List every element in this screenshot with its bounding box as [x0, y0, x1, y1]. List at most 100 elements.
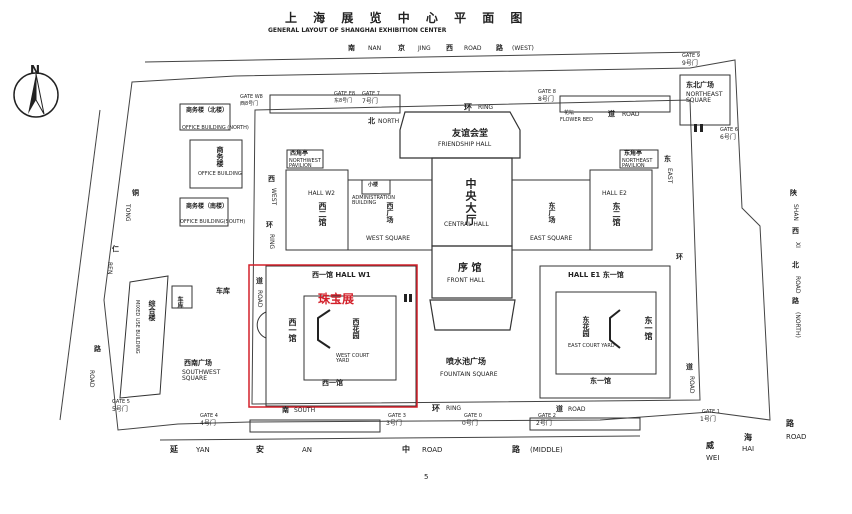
friendship-hall-outline [399, 111, 521, 159]
hall-e1-bottom-label: 东一馆 [590, 377, 611, 385]
north-arrow [13, 72, 59, 118]
east-block-e2 [589, 169, 653, 251]
northeast-pavilion-box [619, 149, 659, 169]
ring-south-cn: 南 [282, 406, 289, 414]
admin-building-box [361, 179, 391, 195]
yanan-road-edge [159, 435, 641, 441]
hall-e1-outline [539, 265, 671, 399]
east-court-gate-symbol [609, 309, 621, 349]
office-block [189, 139, 243, 189]
haiwei-cn2: 海 [744, 433, 752, 442]
gate1-cn: 1号门 [700, 416, 716, 423]
south-strip-right [529, 417, 641, 431]
page-number: 5 [424, 473, 429, 481]
east-square-en: EAST SQUARE [530, 235, 573, 242]
ne-pavilion-en: NORTHEAST PAVILION [622, 158, 653, 169]
tongren-en3: ROAD [88, 370, 95, 388]
gate6-cn: 6号门 [720, 134, 736, 141]
gate1-en: GATE 1 [702, 409, 720, 415]
north-road-cn2: 京 [398, 44, 405, 52]
haiwei-en2: HAI [742, 445, 755, 453]
tongren-cn3: 路 [94, 345, 101, 353]
west-court-gate-symbol [317, 309, 331, 349]
ring-east-en: EAST [666, 168, 673, 184]
gate-e8-en: GATE E8 [334, 91, 356, 97]
tongren-en2: REN [106, 262, 113, 275]
north-road-en1: NAN [368, 45, 382, 52]
northeast-square-block [679, 74, 731, 126]
north-road-cn4: 路 [496, 44, 503, 52]
gate8-cn: 8号门 [538, 96, 554, 103]
ne-pavilion-cn: 东角亭 [624, 150, 643, 157]
west-courtyard [303, 295, 397, 381]
front-hall-outline [431, 245, 513, 299]
mixed-use-en: MIXED USE BUILDING [134, 300, 140, 354]
ring-left-cn: 环 [266, 221, 273, 229]
nw-pavilion-en: NORTHWEST PAVILION [289, 158, 321, 169]
shanxi-en1: SHAN [792, 204, 799, 221]
ring-bottom-en: RING [446, 405, 462, 412]
hall-e1-top-label: HALL E1 东一馆 [568, 271, 624, 279]
shanxi-en3: ROAD [794, 276, 801, 294]
admin-en: ADMINISTRATION BUILDING [352, 195, 396, 206]
road-left-en: ROAD [256, 290, 263, 308]
gate7-en: GATE 7 [362, 91, 380, 97]
ring-north-cn: 北 [368, 117, 375, 125]
hall-w1-top-label: 西一馆 HALL W1 [312, 271, 371, 279]
north-road-cn3: 西 [446, 44, 453, 52]
haiwei-cn1: 威 [706, 441, 714, 450]
ring-top-cn: 环 [464, 103, 472, 112]
road-left-cn: 道 [256, 277, 263, 285]
central-hall-cn: 中央大厅 [464, 178, 477, 226]
gate6-en: GATE 6 [720, 127, 738, 133]
gate8-en: GATE 8 [538, 89, 556, 95]
road-bottom-right-en: ROAD [568, 406, 586, 413]
road-top-right-cn: 道 [608, 110, 615, 118]
front-hall-en: FRONT HALL [447, 277, 485, 284]
jewelry-exhibition-label: 珠宝展 [318, 292, 355, 306]
sw-square-cn: 西南广场 [184, 359, 212, 367]
west-block-w2 [285, 169, 349, 251]
shanxi-cn1: 陕 [790, 189, 797, 197]
yanan-en3: ROAD [422, 446, 443, 454]
gate2-en: GATE 2 [538, 413, 556, 419]
ring-north-en: NORTH [378, 118, 400, 125]
ring-west-en: WEST [270, 188, 277, 206]
gate0-en: GATE 0 [464, 413, 482, 419]
office-north-en: OFFICE BUILDING (NORTH) [182, 125, 249, 131]
ring-east-cn: 东 [664, 155, 671, 163]
office-cn: 商务楼 [216, 146, 224, 167]
hall-w1-outline [265, 265, 417, 407]
mixed-use-building [119, 275, 169, 399]
hall-w2-en: HALL W2 [308, 190, 335, 197]
sw-square-en: SOUTHWEST SQUARE [182, 369, 221, 382]
north-wall-block [269, 94, 401, 114]
shanxi-en4: (NORTH) [794, 312, 801, 338]
shanxi-cn2: 西 [792, 227, 799, 235]
yanan-cn2: 安 [256, 445, 264, 454]
road-top-right-en: ROAD [622, 111, 640, 118]
shanxi-cn3: 北 [792, 261, 799, 269]
tongren-road-edge [59, 109, 101, 421]
gate3-en: GATE 3 [388, 413, 406, 419]
gate4-en: GATE 4 [200, 413, 218, 419]
jewelry-exhibition-highlight [248, 264, 418, 408]
nw-pavilion-cn: 西角亭 [290, 150, 309, 157]
ring-bottom-cn: 环 [432, 404, 440, 413]
friendship-hall-cn: 友谊会堂 [452, 129, 489, 139]
east-court-en: EAST COURT YARD [568, 343, 615, 349]
north-road-en4: (WEST) [512, 45, 534, 52]
map-title-cn: 上 海 展 览 中 心 平 面 图 [285, 11, 529, 25]
gate5-cn: 5号门 [112, 406, 128, 413]
yanan-cn1: 延 [170, 445, 178, 454]
yanan-en1: YAN [196, 446, 210, 454]
garage-box [171, 285, 193, 309]
mixed-use-cn: 综合楼 [148, 300, 156, 321]
road-right-en: ROAD [688, 376, 695, 394]
north-label: N [30, 63, 41, 77]
ring-left-en: RING [268, 234, 275, 250]
haiwei-en3: ROAD [786, 433, 807, 441]
hall-e1-right-label: 东一馆 [644, 316, 653, 340]
ring-top-en: RING [478, 104, 494, 111]
